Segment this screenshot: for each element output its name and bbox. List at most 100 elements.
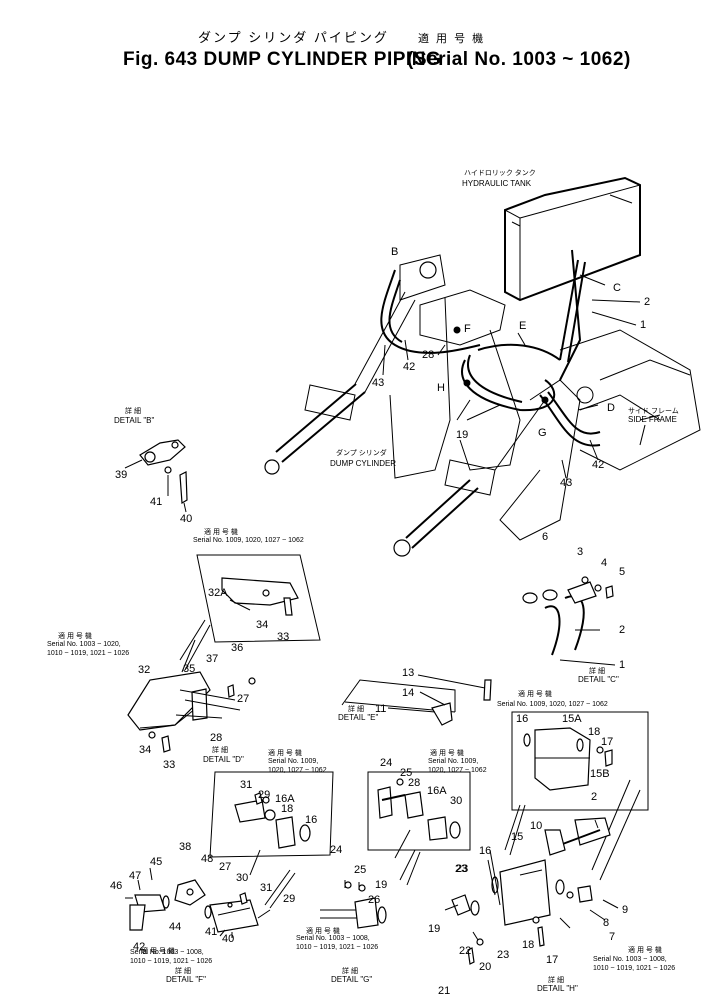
part-number-label: 40 (222, 933, 235, 945)
part-number-label: 16 (479, 845, 492, 857)
detail-b-jp: 詳 細 (125, 408, 141, 415)
detail-d-new-serial: Serial No. 1009, 1020, 1027 ~ 1062 (193, 537, 304, 544)
detail-ref-e: E (519, 320, 527, 332)
part-number-label: 24 (330, 844, 343, 856)
detail-h-new-drawing (504, 711, 649, 856)
detail-d-old-serial-2: 1010 ~ 1019, 1021 ~ 1026 (47, 650, 130, 657)
part-number-label: 15A (562, 713, 582, 725)
part-number-label: 43 (560, 477, 573, 489)
detail-f-old-drawing (125, 867, 296, 938)
part-number-label: 1 (619, 659, 626, 671)
part-number-label: 19 (375, 879, 388, 891)
part-number-label: 45 (150, 856, 163, 868)
detail-c-jp: 詳 細 (589, 668, 605, 675)
detail-d-old-serial-1: Serial No. 1003 ~ 1020, (47, 641, 121, 648)
part-number-label: 17 (601, 736, 614, 748)
detail-g-new-serial-1: Serial No. 1009, (428, 758, 479, 765)
detail-c-drawing (522, 576, 616, 666)
detail-ref-f: F (464, 323, 471, 335)
detail-g-old-drawing (320, 829, 484, 965)
part-number-label: 26 (368, 894, 381, 906)
part-number-label: 41 (205, 926, 218, 938)
part-number-label: 25 (400, 767, 413, 779)
part-number-label: 2 (619, 624, 626, 636)
serial-note-jp: 適 用 号 機 (268, 750, 302, 757)
part-number-label: 3 (577, 546, 584, 558)
part-number-label: 23 (455, 863, 468, 875)
part-number-label: 6 (542, 531, 549, 543)
detail-g-old-serial-1: Serial No. 1003 ~ 1008, (296, 935, 370, 942)
part-number-label: 18 (522, 939, 535, 951)
detail-f-label: DETAIL "F" (166, 975, 206, 984)
part-number-label: 34 (139, 744, 152, 756)
part-number-label: 25 (354, 864, 367, 876)
part-number-label: 20 (479, 961, 492, 973)
serial-note-jp: 適 用 号 機 (204, 529, 238, 536)
detail-f-new-serial-2: 1020, 1027 ~ 1062 (268, 767, 327, 774)
part-number-label: 28 (408, 777, 421, 789)
dump-cylinder-label: DUMP CYLINDER (330, 459, 397, 468)
part-number-label: 11 (375, 703, 387, 715)
dump-cylinder-right-drawing (393, 399, 546, 557)
serial-note-jp: 適 用 号 機 (141, 948, 175, 955)
hydraulic-tank-label-jp: ハイドロリック タンク (464, 170, 536, 177)
serial-note-jp: 適 用 号 機 (430, 750, 464, 757)
detail-f-old-serial-1: Serial No. 1003 ~ 1008, (130, 949, 204, 956)
detail-ref-c: C (613, 282, 621, 294)
detail-g-label: DETAIL "G" (331, 975, 373, 984)
part-number-label: 39 (115, 469, 128, 481)
part-number-label: 16 (305, 814, 318, 826)
main-frame-drawing (389, 289, 701, 541)
detail-h-new-serial: Serial No. 1009, 1020, 1027 ~ 1062 (497, 701, 608, 708)
serial-note-jp: 適 用 号 機 (628, 947, 662, 954)
serial-range: (Serial No. 1003 ~ 1062) (407, 49, 631, 70)
detail-e-label: DETAIL "E" (338, 713, 379, 722)
detail-ref-h: H (437, 382, 445, 394)
detail-f-old-serial-2: 1010 ~ 1019, 1021 ~ 1026 (130, 958, 213, 965)
detail-d-new-drawing (179, 554, 321, 671)
part-number-label: 43 (372, 377, 385, 389)
hydraulic-tank-drawing (504, 176, 641, 302)
part-number-label: 10 (530, 820, 543, 832)
part-number-label: 13 (402, 667, 415, 679)
part-number-label: 18 (281, 803, 294, 815)
detail-b-label: DETAIL "B" (114, 416, 155, 425)
part-number-label: 24 (380, 757, 393, 769)
page-title: Fig. 643 DUMP CYLINDER PIPING (123, 49, 442, 70)
detail-e-drawing (341, 674, 492, 726)
part-number-label: 16 (516, 713, 529, 725)
part-number-label: 33 (163, 759, 176, 771)
detail-f-new-serial-1: Serial No. 1009, (268, 758, 319, 765)
part-number-label: 17 (546, 954, 559, 966)
main-leader-lines (382, 194, 661, 479)
part-number-label: 2 (644, 296, 651, 308)
part-number-label: 32 (138, 664, 151, 676)
part-number-label: 30 (236, 872, 249, 884)
serial-note-jp: 適 用 号 機 (518, 691, 552, 698)
part-number-label: 23 (497, 949, 510, 961)
detail-d-old-drawing (127, 639, 256, 753)
part-number-label: 31 (240, 779, 253, 791)
part-number-label: 42 (403, 361, 416, 373)
title-japanese: ダンプ シリンダ パイピング (198, 30, 389, 45)
detail-h-jp: 詳 細 (548, 977, 564, 984)
detail-ref-b: B (391, 246, 399, 258)
detail-h-old-drawing (487, 779, 641, 947)
detail-e-jp: 詳 細 (348, 706, 364, 713)
part-number-label: 47 (129, 870, 142, 882)
side-frame-label: SIDE FRAME (628, 415, 677, 424)
part-number-label: 27 (237, 693, 250, 705)
part-number-label: 19 (428, 923, 441, 935)
part-number-label: 29 (283, 893, 296, 905)
part-number-label: 15B (590, 768, 610, 780)
dump-cylinder-label-jp: ダンプ シリンダ (336, 450, 387, 457)
part-number-label: 7 (609, 931, 616, 943)
part-number-label: 37 (206, 653, 219, 665)
part-number-label: 27 (219, 861, 232, 873)
detail-d-label: DETAIL "D" (203, 755, 244, 764)
part-number-label: 4 (601, 557, 608, 569)
detail-g-jp: 詳 細 (342, 968, 358, 975)
part-number-label: 22 (459, 945, 472, 957)
